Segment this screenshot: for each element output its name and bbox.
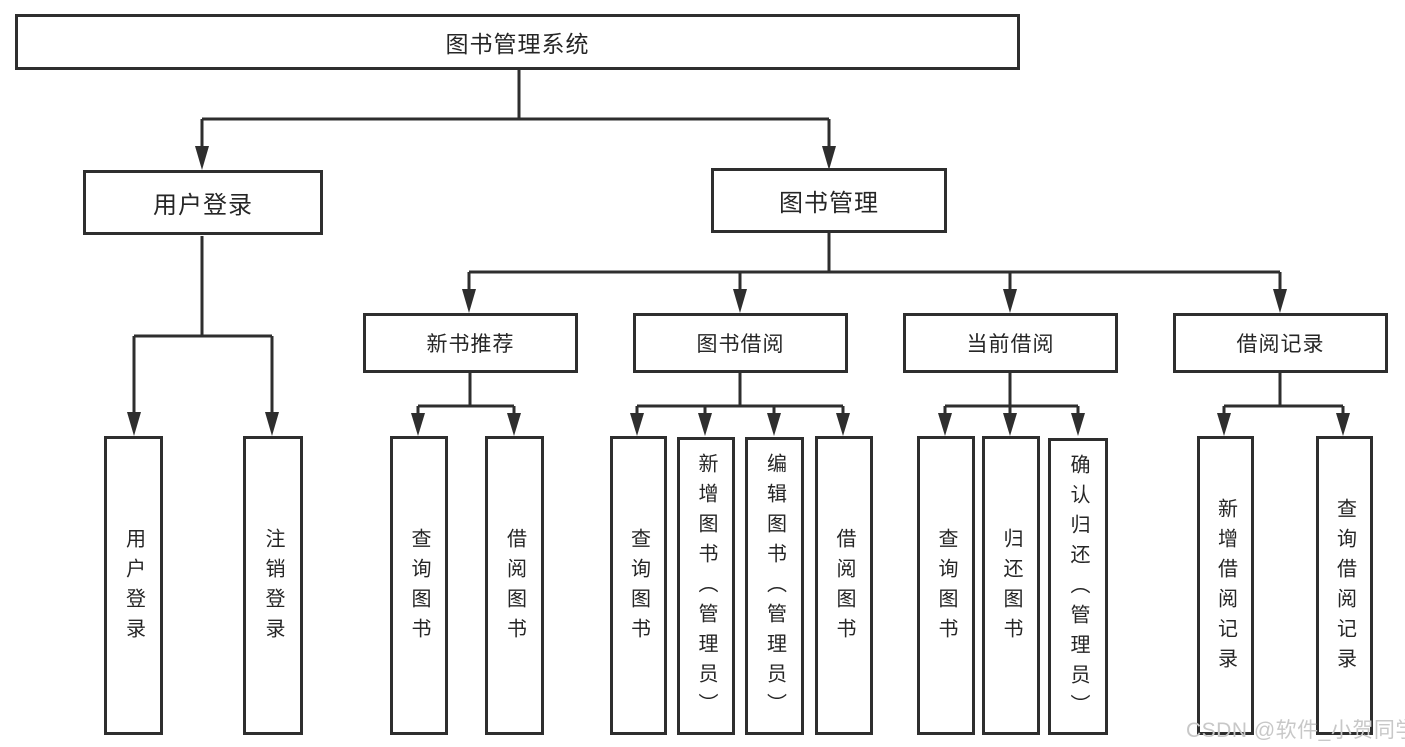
- node-leaf-bb-edit-books-admin: 编辑图书（管理员）: [745, 437, 804, 735]
- node-leaf-logout: 注销登录: [243, 436, 303, 735]
- node-book-mgmt: 图书管理: [711, 168, 947, 233]
- node-leaf-bb-query-books: 查询图书: [610, 436, 667, 735]
- node-leaf-bb-add-books-admin: 新增图书（管理员）: [677, 437, 735, 735]
- node-leaf-cb-confirm-return-admin: 确认归还（管理员）: [1048, 438, 1108, 735]
- node-leaf-nb-query-books: 查询图书: [390, 436, 448, 735]
- node-root: 图书管理系统: [15, 14, 1020, 70]
- connector-current-borrow-children: [938, 373, 1085, 436]
- node-book-borrow: 图书借阅: [633, 313, 848, 373]
- node-leaf-cb-return-books: 归还图书: [982, 436, 1040, 735]
- connector-root-to-level2: [195, 70, 836, 170]
- node-leaf-br-add-record: 新增借阅记录: [1197, 436, 1254, 735]
- node-leaf-br-query-record: 查询借阅记录: [1316, 436, 1373, 735]
- node-leaf-cb-query-books: 查询图书: [917, 436, 975, 735]
- node-leaf-bb-borrow-books: 借阅图书: [815, 436, 873, 735]
- connector-new-book-rec-children: [411, 373, 521, 436]
- connector-user-login-children: [127, 236, 279, 436]
- node-borrow-records: 借阅记录: [1173, 313, 1388, 373]
- node-current-borrow: 当前借阅: [903, 313, 1118, 373]
- node-leaf-nb-borrow-books: 借阅图书: [485, 436, 544, 735]
- node-user-login: 用户登录: [83, 170, 323, 235]
- connector-book-mgmt-children: [462, 233, 1287, 313]
- connector-borrow-records-children: [1217, 373, 1350, 436]
- connector-book-borrow-children: [630, 373, 850, 436]
- node-new-book-rec: 新书推荐: [363, 313, 578, 373]
- node-leaf-user-login: 用户登录: [104, 436, 163, 735]
- csdn-watermark: CSDN @软件_小贺同学: [1186, 719, 1405, 742]
